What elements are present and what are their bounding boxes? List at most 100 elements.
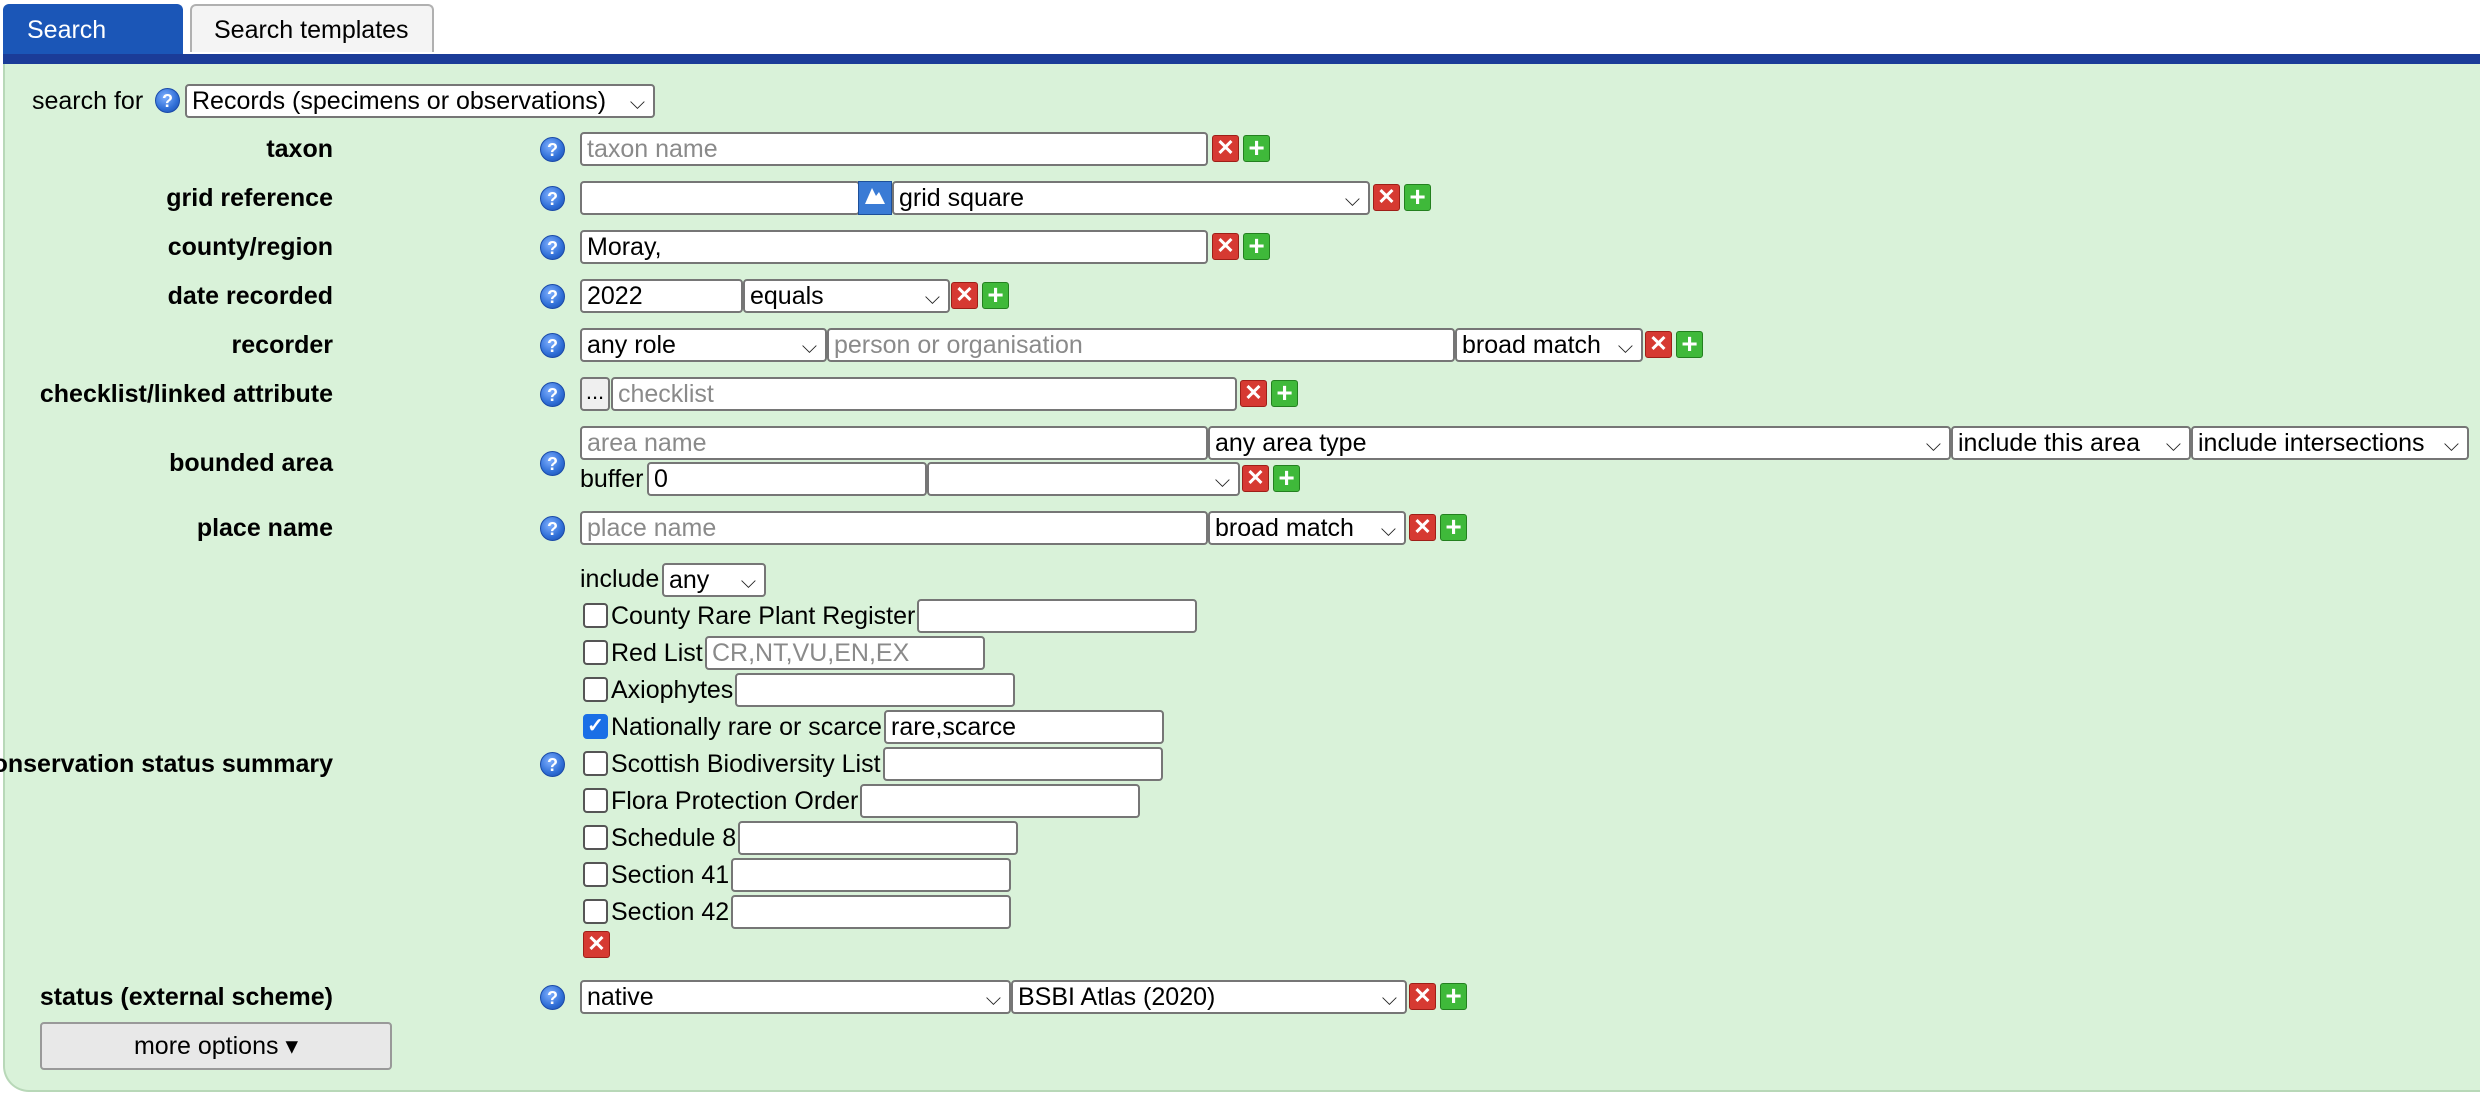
help-icon[interactable]: ? — [540, 382, 565, 407]
add-icon[interactable]: + — [1440, 982, 1467, 1010]
area-name-input[interactable] — [580, 426, 1208, 460]
add-icon[interactable]: + — [1271, 379, 1298, 407]
add-icon[interactable]: + — [982, 281, 1009, 309]
conservation-item-input[interactable] — [738, 821, 1018, 855]
include-label: include — [580, 565, 660, 593]
place-match-select[interactable]: broad match⌵ — [1208, 511, 1406, 545]
conservation-checkbox[interactable] — [583, 788, 608, 813]
grid-reference-label: grid reference — [166, 184, 333, 212]
conservation-item-input[interactable] — [883, 747, 1163, 781]
recorder-input[interactable] — [827, 328, 1455, 362]
date-operator-select[interactable]: equals⌵ — [743, 279, 950, 313]
remove-icon[interactable]: ✕ — [583, 931, 610, 958]
conservation-checkbox[interactable] — [583, 677, 608, 702]
remove-icon[interactable]: ✕ — [1409, 514, 1436, 541]
add-icon[interactable]: + — [1273, 464, 1300, 492]
conservation-checkbox[interactable] — [583, 751, 608, 776]
conservation-item-input[interactable] — [731, 858, 1011, 892]
add-icon[interactable]: + — [1243, 134, 1270, 162]
help-icon[interactable]: ? — [540, 451, 565, 476]
intersections-value: include intersections — [2198, 429, 2425, 457]
help-icon[interactable]: ? — [540, 137, 565, 162]
intersections-select[interactable]: include intersections⌵ — [2191, 426, 2469, 460]
chevron-down-icon: ⌵ — [1381, 988, 1397, 1010]
chevron-down-icon: ⌵ — [1617, 336, 1633, 358]
place-name-label: place name — [196, 514, 333, 542]
conservation-item-label: Section 42 — [611, 898, 730, 926]
more-options-label: more options — [133, 1032, 279, 1060]
search-for-value: Records (specimens or observations) — [192, 87, 607, 115]
map-picker-icon[interactable] — [858, 181, 892, 215]
grid-reference-input[interactable] — [580, 181, 860, 215]
area-type-select[interactable]: any area type⌵ — [1208, 426, 1951, 460]
conservation-checkbox[interactable] — [583, 862, 608, 887]
conservation-checkbox[interactable] — [583, 899, 608, 924]
recorder-match-select[interactable]: broad match ⌵ — [1455, 328, 1643, 362]
status-value: native — [587, 983, 654, 1011]
checklist-label: checklist/linked attribute — [39, 380, 333, 408]
include-area-select[interactable]: include this area⌵ — [1951, 426, 2191, 460]
conservation-item-label: Schedule 8 — [611, 824, 737, 852]
conservation-item-input[interactable] — [917, 599, 1197, 633]
buffer-unit-select[interactable]: ⌵ — [927, 462, 1240, 496]
county-region-label: county/region — [167, 233, 333, 261]
conservation-checkbox[interactable] — [583, 603, 608, 628]
remove-icon[interactable]: ✕ — [1240, 380, 1267, 407]
conservation-item-label: Section 41 — [611, 861, 730, 889]
conservation-item-input[interactable] — [860, 784, 1140, 818]
buffer-input[interactable] — [647, 462, 927, 496]
remove-icon[interactable]: ✕ — [1242, 465, 1269, 492]
conservation-item-input[interactable] — [705, 636, 985, 670]
conservation-checkbox[interactable]: ✓ — [583, 714, 608, 739]
status-select[interactable]: native ⌵ — [580, 980, 1011, 1014]
remove-icon[interactable]: ✕ — [1409, 983, 1436, 1010]
recorder-match-value: broad match — [1462, 331, 1601, 359]
chevron-down-icon: ⌵ — [1380, 519, 1396, 541]
help-icon[interactable]: ? — [540, 752, 565, 777]
tab-search-form[interactable]: Search form — [3, 4, 183, 92]
more-options-button[interactable]: more options ▾ — [40, 1022, 392, 1070]
help-icon[interactable]: ? — [155, 88, 180, 113]
help-icon[interactable]: ? — [540, 235, 565, 260]
help-icon[interactable]: ? — [540, 333, 565, 358]
recorder-role-select[interactable]: any role⌵ — [580, 328, 827, 362]
conservation-item-input[interactable] — [735, 673, 1015, 707]
add-icon[interactable]: + — [1676, 330, 1703, 358]
chevron-down-icon: ⌵ — [629, 92, 645, 114]
add-icon[interactable]: + — [1440, 513, 1467, 541]
tab-search-templates[interactable]: Search templates — [190, 4, 434, 52]
conservation-checkbox[interactable] — [583, 825, 608, 850]
conservation-item-input[interactable] — [731, 895, 1011, 929]
add-icon[interactable]: + — [1243, 232, 1270, 260]
place-name-input[interactable] — [580, 511, 1208, 545]
remove-icon[interactable]: ✕ — [1212, 135, 1239, 162]
remove-icon[interactable]: ✕ — [951, 282, 978, 309]
include-area-value: include this area — [1958, 429, 2141, 457]
add-icon[interactable]: + — [1404, 183, 1431, 211]
scheme-select[interactable]: BSBI Atlas (2020) ⌵ — [1011, 980, 1407, 1014]
conservation-checkbox[interactable] — [583, 640, 608, 665]
checklist-browse-button[interactable]: ... — [580, 377, 610, 411]
bounded-area-label: bounded area — [169, 449, 333, 477]
help-icon[interactable]: ? — [540, 284, 565, 309]
conservation-item-label: Red List — [611, 639, 703, 667]
conservation-item-input[interactable] — [884, 710, 1164, 744]
checklist-input[interactable] — [611, 377, 1237, 411]
help-icon[interactable]: ? — [540, 186, 565, 211]
remove-icon[interactable]: ✕ — [1645, 331, 1672, 358]
taxon-input[interactable] — [580, 132, 1208, 166]
scheme-value: BSBI Atlas (2020) — [1018, 983, 1216, 1011]
grid-square-select[interactable]: grid square⌵ — [892, 181, 1370, 215]
remove-icon[interactable]: ✕ — [1373, 184, 1400, 211]
search-for-select[interactable]: Records (specimens or observations) ⌵ — [185, 84, 655, 118]
include-any-select[interactable]: any⌵ — [662, 563, 766, 597]
remove-icon[interactable]: ✕ — [1212, 233, 1239, 260]
caret-down-icon: ▾ — [285, 1032, 299, 1060]
search-for-label: search for — [32, 87, 144, 115]
date-recorded-input[interactable] — [580, 279, 743, 313]
chevron-down-icon: ⌵ — [740, 571, 756, 593]
help-icon[interactable]: ? — [540, 985, 565, 1010]
county-region-input[interactable] — [580, 230, 1208, 264]
chevron-down-icon: ⌵ — [985, 988, 1001, 1010]
help-icon[interactable]: ? — [540, 516, 565, 541]
